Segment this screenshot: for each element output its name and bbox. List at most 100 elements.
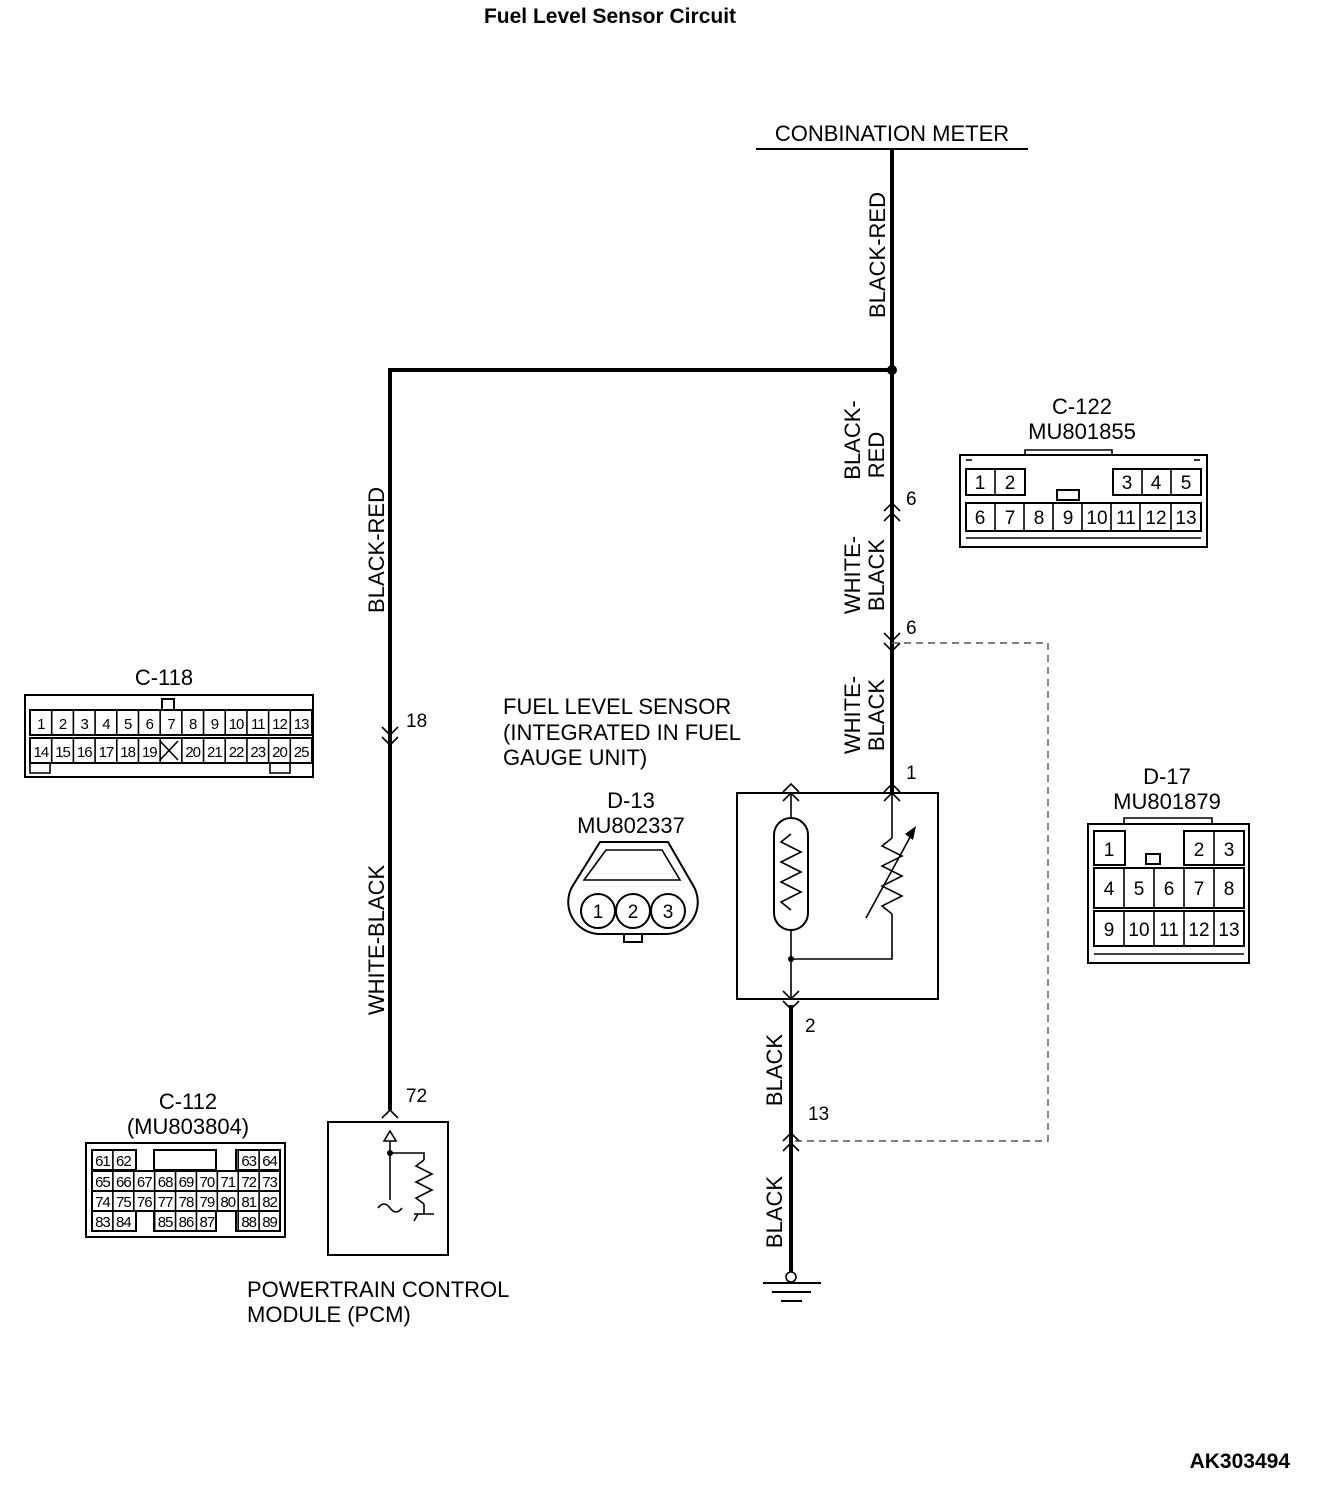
c122-part: MU801855 xyxy=(1028,419,1136,444)
c118-pin: 20 xyxy=(185,744,200,761)
d17-pin: 10 xyxy=(1128,920,1149,941)
c122-key xyxy=(1024,449,1113,455)
c118-row1-block xyxy=(29,709,313,736)
c118-feet xyxy=(29,763,291,774)
c122-pin: 7 xyxy=(1005,508,1016,529)
connector-marker-pcm xyxy=(381,1108,399,1119)
connector-marker-c122-lower xyxy=(883,511,901,522)
pcm-label-line1: POWERTRAIN CONTROL xyxy=(247,1277,509,1302)
wire-label-right-low-a: WHITE- xyxy=(840,676,865,754)
c118-pin: 12 xyxy=(272,716,287,733)
fuel-sender-zigzag xyxy=(779,833,803,911)
c118-pin: 16 xyxy=(77,744,92,761)
connector-marker-d13-1-upper xyxy=(883,782,901,793)
c112-pin: 72 xyxy=(241,1174,256,1191)
c112-row1-key xyxy=(153,1149,217,1171)
wire-label-right-upper-b: RED xyxy=(864,432,889,478)
pcm-ground-hatch xyxy=(413,1213,419,1222)
c112-pin: 69 xyxy=(179,1174,194,1191)
c118-pin: 7 xyxy=(167,716,175,733)
c118-pin: 17 xyxy=(99,744,114,761)
connector-d13: D-13 MU802337 1 2 3 xyxy=(567,788,699,943)
d13-pin-socket xyxy=(650,893,686,929)
c112-pin: 85 xyxy=(158,1214,173,1231)
wire-label-left-upper: BLACK-RED xyxy=(364,487,389,613)
pcm-box xyxy=(327,1121,449,1256)
c112-pin: 82 xyxy=(262,1194,277,1211)
combination-meter-label: CONBINATION METER xyxy=(775,121,1009,146)
pcm-input-triangle xyxy=(382,1129,398,1142)
ground-terminal-circle xyxy=(785,1271,797,1283)
c118-pin: 23 xyxy=(250,744,265,761)
d13-latch xyxy=(623,933,643,943)
d17-pin: 6 xyxy=(1164,879,1175,900)
c112-pin: 66 xyxy=(116,1174,131,1191)
c112-row4-right-block xyxy=(235,1210,281,1232)
wire-label-meter-main: BLACK-RED xyxy=(865,192,890,318)
pcm-resistor-zigzag xyxy=(414,1159,434,1205)
wire-label-right-mid-b: BLACK xyxy=(864,539,889,611)
connector-marker-c118-lower xyxy=(381,736,399,747)
fuel-sensor-label-line1: FUEL LEVEL SENSOR xyxy=(503,694,731,719)
d17-name: D-17 xyxy=(1143,764,1191,789)
wire-label-ground-lower: BLACK xyxy=(762,1176,787,1248)
fuel-sensor-label-line2: (INTEGRATED IN FUEL xyxy=(503,720,741,745)
c118-pin: 13 xyxy=(294,716,309,733)
c118-blank-cross xyxy=(159,740,179,761)
c112-pin: 74 xyxy=(95,1194,110,1211)
d17-row3-block xyxy=(1093,910,1245,947)
c118-pin: 20 xyxy=(272,744,287,761)
c118-pin: 1 xyxy=(37,716,45,733)
c122-pin: 9 xyxy=(1063,508,1074,529)
fuel-sensor-label-line3: GAUGE UNIT) xyxy=(503,745,647,770)
c118-pin: 9 xyxy=(211,716,219,733)
diagram-title: Fuel Level Sensor Circuit xyxy=(484,5,736,28)
c122-pin: 5 xyxy=(1181,473,1192,494)
d17-pin: 12 xyxy=(1188,920,1209,941)
c118-pin: 11 xyxy=(251,716,265,733)
c112-pin: 61 xyxy=(95,1153,110,1170)
terminal-d17-13: 13 xyxy=(808,1104,829,1125)
reference-code: AK303494 xyxy=(1190,1450,1291,1473)
terminal-d17-6: 6 xyxy=(906,618,917,639)
terminal-d13-2: 2 xyxy=(805,1016,816,1037)
variable-resistor-arrowhead xyxy=(905,826,916,840)
c112-pin: 76 xyxy=(137,1194,152,1211)
c118-pin: 18 xyxy=(120,744,135,761)
pcm-label-line2: MODULE (PCM) xyxy=(247,1302,411,1327)
c112-pin: 78 xyxy=(179,1194,194,1211)
c118-name: C-118 xyxy=(135,665,193,690)
c122-pin: 4 xyxy=(1151,473,1162,494)
c112-name: C-112 xyxy=(159,1089,217,1114)
d13-hood xyxy=(582,849,682,881)
c112-pin: 70 xyxy=(200,1174,215,1191)
c118-pin: 25 xyxy=(294,744,309,761)
c112-pin: 73 xyxy=(262,1174,277,1191)
c118-row2-block xyxy=(29,737,313,764)
wire-label-ground-upper: BLACK xyxy=(762,1034,787,1106)
c112-pin: 63 xyxy=(241,1153,256,1170)
c118-pin: 5 xyxy=(124,716,132,733)
pcm-pullup-wire xyxy=(390,1152,425,1160)
variable-resistor-zigzag xyxy=(880,837,904,915)
c122-latch xyxy=(1056,489,1080,501)
d17-pin: 4 xyxy=(1104,879,1115,900)
c112-pin: 65 xyxy=(95,1174,110,1191)
c112-pin: 83 xyxy=(95,1214,110,1231)
variable-resistor-return xyxy=(791,914,893,960)
terminal-d13-1: 1 xyxy=(906,763,917,784)
fuel-sensor-box xyxy=(736,792,939,1000)
c112-pin: 64 xyxy=(262,1153,277,1170)
terminal-pcm-72: 72 xyxy=(406,1086,427,1107)
c112-pin: 77 xyxy=(158,1194,173,1211)
terminal-c122-6: 6 xyxy=(906,489,917,510)
c112-pin: 81 xyxy=(241,1194,256,1211)
d17-pin: 1 xyxy=(1104,840,1115,861)
c122-pin: 3 xyxy=(1122,473,1133,494)
c122-pin: 12 xyxy=(1145,508,1166,529)
